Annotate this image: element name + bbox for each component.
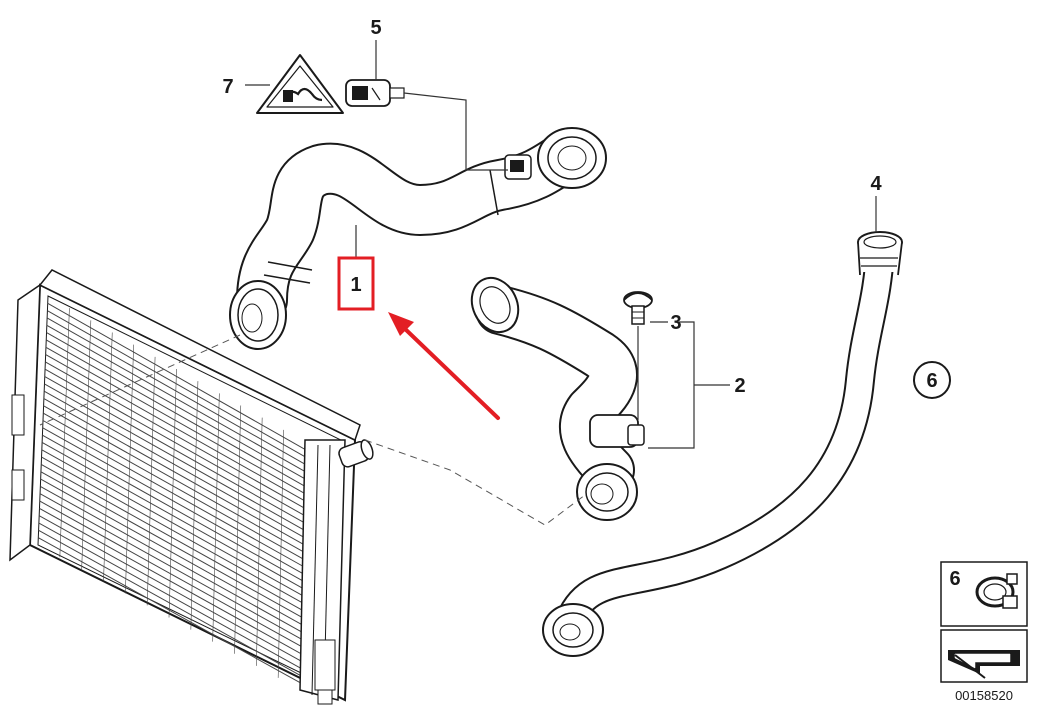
highlight-box [337,256,375,311]
radiator-fin [234,405,242,654]
callout-6-circle [913,361,951,399]
callout-7: 7 [222,76,233,98]
temperature-sensor-part-5 [345,79,405,107]
red-arrow [388,312,500,420]
callout-3: 3 [670,312,681,334]
callout-2: 2 [734,375,745,397]
radiator-fin [212,393,220,642]
radiator-fin [59,308,70,558]
legend-callout-6: 6 [949,568,960,590]
callouts: 5 7 4 3 2 1 6 [222,17,951,399]
bleed-screw-part-3 [623,291,653,325]
connection-dashes [39,334,586,526]
legend-clamp-box: 6 [940,561,1028,627]
callout-5: 5 [370,17,381,39]
radiator-fin [256,417,263,666]
radiator-fin [103,332,113,582]
hose-part-1 [229,127,607,350]
radiator-fin [81,320,92,570]
leader-lines [245,40,877,449]
catalog-number: 00158520 [955,688,1013,703]
radiator [9,269,374,705]
radiator-fin [125,344,134,594]
callout-1: 1 [350,274,361,296]
assembly-arrow-icon [948,650,1020,679]
radiator-fin [277,429,284,678]
callout-6: 6 [926,370,937,392]
hose-clamp-icon [975,573,1018,609]
warning-label-part-7 [256,54,344,114]
legend-arrow-box [940,629,1028,683]
radiator-fin [168,368,177,618]
hose-part-4 [542,231,903,657]
callout-4: 4 [870,173,882,195]
radiator-fin [190,381,199,630]
hose-part-2 [470,276,645,521]
radiator-fin [146,356,156,606]
